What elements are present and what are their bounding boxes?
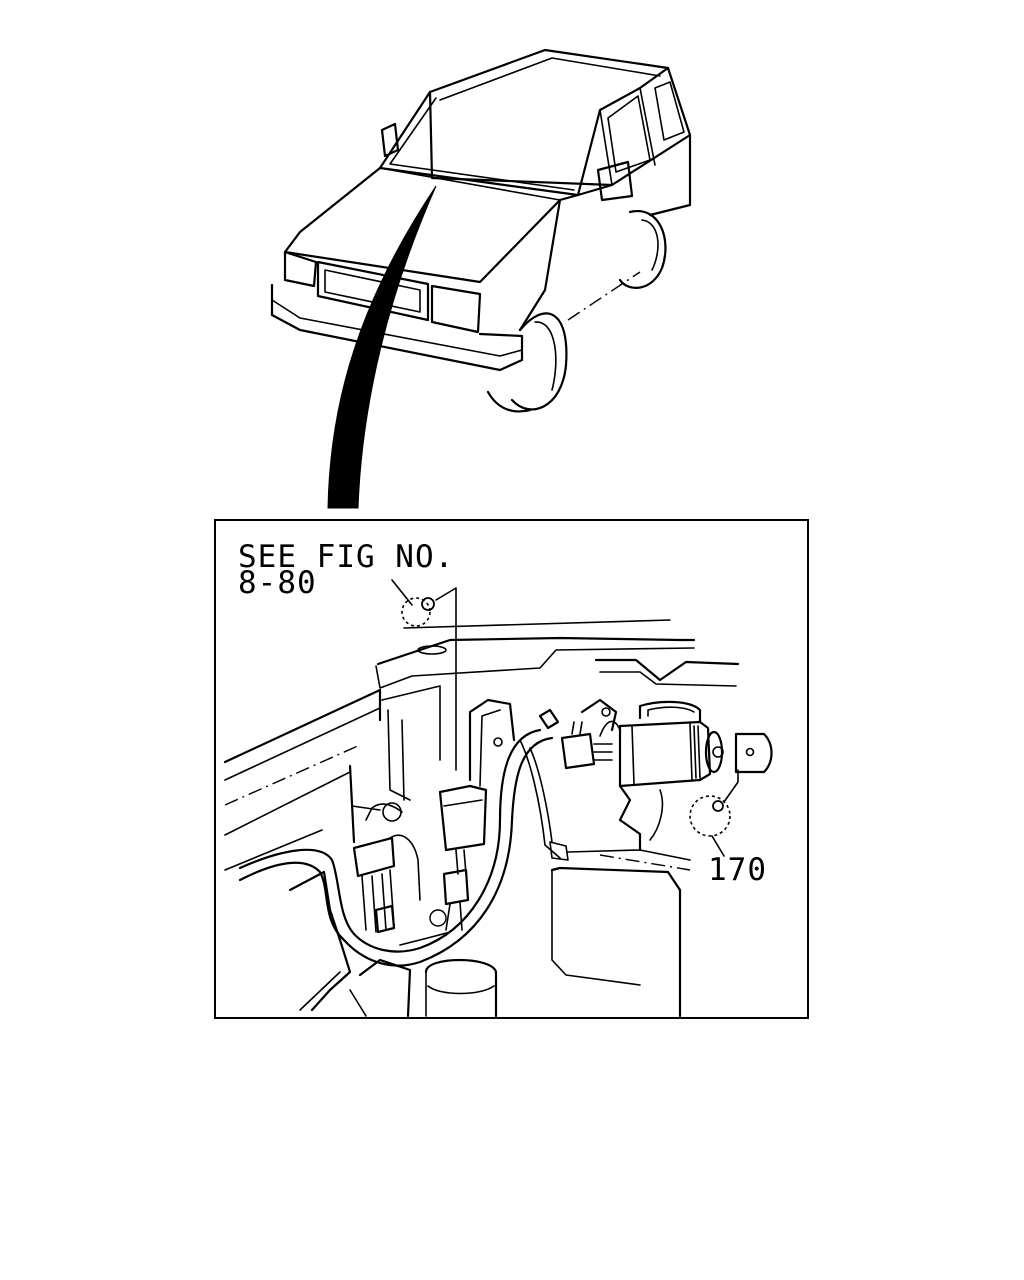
wiper-motor <box>538 698 724 852</box>
vehicle-illustration <box>270 48 692 509</box>
screw-callout-170 <box>689 769 739 857</box>
reference-line-2: 8-80 <box>238 565 317 601</box>
reference-line-1: SEE FIG NO. <box>238 539 454 575</box>
engine-bay-detail <box>223 619 773 1018</box>
pointer-arrow <box>327 185 437 509</box>
reference-note: SEE FIG NO. 8-80 <box>238 539 454 601</box>
detail-frame <box>214 519 809 1019</box>
screw-top <box>401 597 435 627</box>
callout-number-170: 170 <box>708 852 767 888</box>
